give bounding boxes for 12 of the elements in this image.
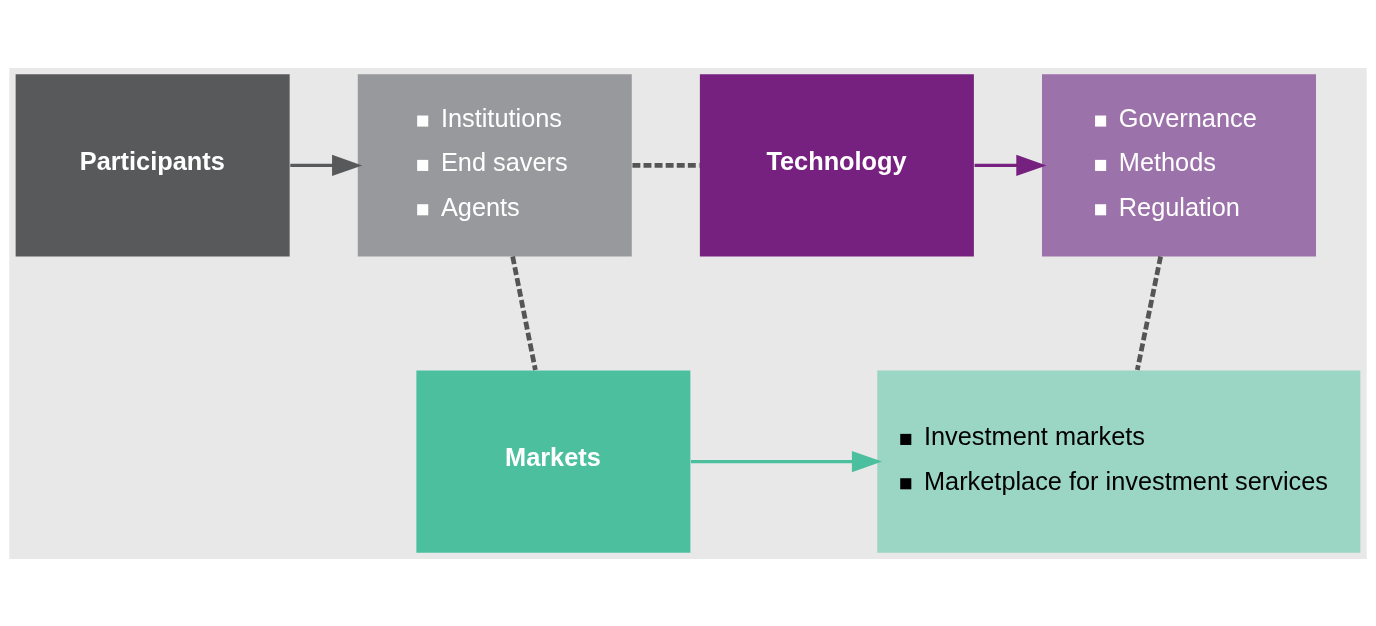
- node-box: Technology: [699, 73, 974, 256]
- node-box: Governance Methods Regulation: [1042, 73, 1316, 256]
- node-box: Investment markets Marketplace for investment services: [877, 370, 1361, 553]
- node-box: Institutions End savers Agents: [357, 73, 632, 256]
- arrow: [974, 154, 1047, 176]
- connector: [632, 162, 700, 168]
- connector: [510, 255, 538, 370]
- node-box: Markets: [416, 370, 691, 553]
- arrow: [690, 450, 883, 472]
- connector: [1134, 255, 1163, 370]
- arrow: [290, 154, 363, 176]
- node-box: Participants: [15, 73, 290, 256]
